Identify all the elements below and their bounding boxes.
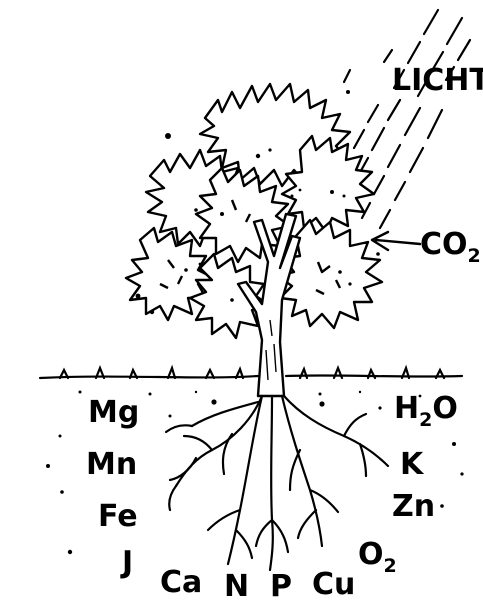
- element-zn: Zn: [392, 489, 435, 524]
- light-label-text: LICHT: [392, 63, 483, 98]
- svg-text:O2: O2: [358, 537, 397, 577]
- o2-label-sub: 2: [384, 555, 397, 577]
- element-fe: Fe: [98, 499, 138, 534]
- element-mn: Mn: [86, 447, 137, 482]
- tree-roots: [166, 396, 388, 570]
- element-n: N: [224, 569, 249, 604]
- o2-label-base: O: [358, 537, 384, 572]
- element-cu: Cu: [312, 567, 355, 602]
- ground-line: [40, 368, 462, 378]
- co2-label-sub: 2: [468, 245, 481, 267]
- element-p: P: [270, 569, 292, 604]
- h2o-label-sub: 2: [419, 409, 432, 431]
- element-j: J: [120, 545, 133, 580]
- element-ca: Ca: [160, 565, 202, 600]
- svg-text:CO2: CO2: [420, 227, 481, 267]
- h2o-label: H2O: [394, 391, 458, 431]
- light-label: LICHT: [392, 63, 483, 98]
- svg-text:H2O: H2O: [394, 391, 458, 431]
- element-mg: Mg: [88, 395, 139, 430]
- co2-label: CO2: [372, 227, 481, 267]
- co2-label-base: CO: [420, 227, 468, 262]
- h2o-label-h: H: [394, 391, 419, 426]
- co2-arrow-icon: [372, 232, 420, 250]
- element-k: K: [400, 447, 425, 482]
- h2o-label-o: O: [432, 391, 458, 426]
- o2-label: O2: [358, 537, 397, 577]
